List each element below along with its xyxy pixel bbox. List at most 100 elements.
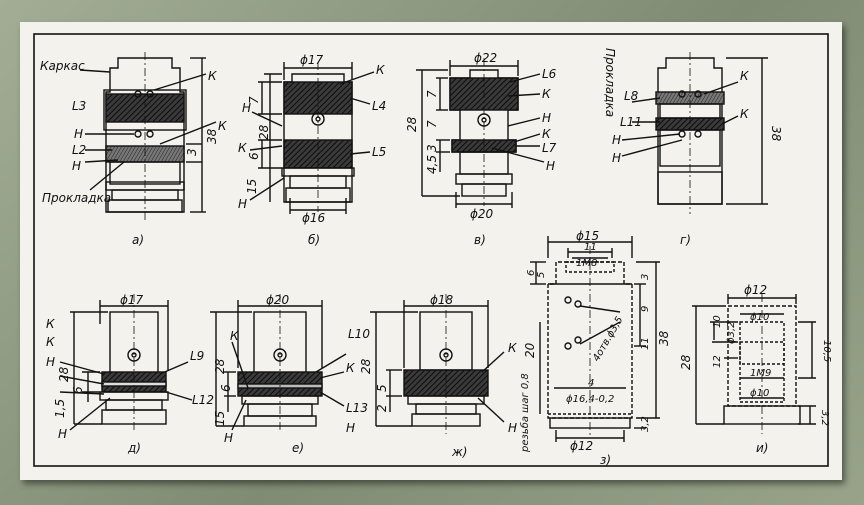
dim-a-3: 3 <box>185 148 199 156</box>
view-i <box>692 294 816 434</box>
dim-z-4: 4 <box>588 378 594 389</box>
dim-i-12: 12 <box>712 355 723 368</box>
view-g <box>621 52 768 214</box>
dim-b-d17: ϕ17 <box>300 53 324 67</box>
label-k-e1: К <box>230 329 239 343</box>
dim-z-9: 9 <box>640 306 651 312</box>
label-l3: L3 <box>72 99 86 113</box>
dim-i-d3-2: ϕ3,2 <box>726 322 737 345</box>
label-n-d2: Н <box>58 427 67 441</box>
dim-e-6: 6 <box>219 384 233 392</box>
dim-i-m9: 1М9 <box>750 368 771 379</box>
label-n-a1: Н <box>74 127 83 141</box>
dim-z-20: 20 <box>523 342 537 358</box>
label-n-zh: Н <box>508 421 517 435</box>
dim-i-10: 10 <box>712 315 723 328</box>
technical-drawing: Каркас К L3 К Н L2 Н Прокладка 38 3 а) ϕ… <box>33 33 832 467</box>
label-k-g2: К <box>740 107 749 121</box>
drawing-border <box>33 33 829 467</box>
label-k-a2: К <box>218 119 227 133</box>
dim-d-6: 6 <box>71 386 85 394</box>
dim-g-38: 38 <box>769 126 783 142</box>
label-n-g1: Н <box>612 133 621 147</box>
label-k-d2: К <box>46 335 55 349</box>
view-e <box>210 294 347 432</box>
dim-i-d12: ϕ12 <box>744 283 767 297</box>
dim-e-d20: ϕ20 <box>266 293 290 307</box>
label-k-g1: К <box>740 69 749 83</box>
dim-v-3: 3 <box>425 144 439 152</box>
label-n-e1: Н <box>224 431 233 445</box>
dim-zh-2: 2 <box>375 404 389 412</box>
caption-z: з) <box>600 453 611 467</box>
dim-b-15: 15 <box>245 179 259 194</box>
label-k-zh: К <box>508 341 517 355</box>
dim-d-28: 28 <box>57 366 71 382</box>
dim-z-thread: резьба шаг 0,8 <box>519 373 531 453</box>
dim-z-11b: 11 <box>640 337 651 350</box>
caption-zh: ж) <box>451 445 468 459</box>
dim-b-7: 7 <box>247 96 261 104</box>
view-z <box>530 236 660 442</box>
dim-z-5: 5 <box>536 272 547 278</box>
label-n-b1: Н <box>242 101 251 115</box>
label-n-a2: Н <box>72 159 81 173</box>
dim-z-6: 6 <box>526 270 537 276</box>
dim-e-28: 28 <box>213 358 227 374</box>
dim-b-d16: ϕ16 <box>302 211 326 225</box>
label-k-v1: К <box>542 87 551 101</box>
caption-a: а) <box>132 233 144 247</box>
caption-i: и) <box>756 441 768 455</box>
caption-e: е) <box>292 441 304 455</box>
label-l7: L7 <box>542 141 557 155</box>
view-v <box>416 58 545 208</box>
dim-z-holes: 4отв.ϕ3,5 <box>591 315 625 364</box>
dim-z-3-2: 3,2 <box>640 416 651 432</box>
view-a <box>79 52 217 222</box>
label-l5: L5 <box>372 145 386 159</box>
dim-v-28: 28 <box>405 116 419 132</box>
dim-z-d15: ϕ15 <box>576 229 599 243</box>
label-k-b1: К <box>376 63 385 77</box>
dim-z-38: 38 <box>657 330 671 346</box>
label-l2: L2 <box>72 143 86 157</box>
label-n-g2: Н <box>612 151 621 165</box>
label-n-e2: Н <box>346 421 355 435</box>
dim-v-d20: ϕ20 <box>470 207 494 221</box>
dim-b-6: 6 <box>247 152 261 160</box>
dim-z-11a: 11 <box>584 242 597 253</box>
label-l6: L6 <box>542 67 557 81</box>
label-l12: L12 <box>192 393 214 407</box>
label-prokladka-a: Прокладка <box>42 191 111 205</box>
dim-v-4-5: 4,5 <box>425 155 439 174</box>
dim-z-d16-4: ϕ16,4-0,2 <box>566 394 614 405</box>
dim-d-d17: ϕ17 <box>120 293 144 307</box>
label-l10: L10 <box>348 327 370 341</box>
label-k-e2: К <box>346 361 355 375</box>
dim-z-m8: 1М8 <box>576 258 597 269</box>
label-l4: L4 <box>372 99 386 113</box>
dim-z-3: 3 <box>640 274 651 280</box>
caption-b: б) <box>308 233 320 247</box>
view-b <box>249 62 375 214</box>
label-l11: L11 <box>620 115 642 129</box>
caption-d: д) <box>127 441 141 455</box>
label-n-b2: Н <box>238 197 247 211</box>
dim-v-7b: 7 <box>425 120 439 128</box>
label-l9: L9 <box>190 349 204 363</box>
dim-z-d12: ϕ12 <box>570 439 593 453</box>
label-l8: L8 <box>624 89 639 103</box>
label-n-v2: Н <box>546 159 555 173</box>
dim-d-1-5: 1,5 <box>53 399 67 418</box>
dim-i-10-5: 10,5 <box>821 340 832 362</box>
dim-e-15: 15 <box>213 411 227 426</box>
label-l13: L13 <box>346 401 368 415</box>
dim-zh-5: 5 <box>375 384 389 392</box>
label-n-v1: Н <box>542 111 551 125</box>
caption-g: г) <box>680 233 691 247</box>
dim-zh-28: 28 <box>359 358 373 374</box>
drawing-sheet: Каркас К L3 К Н L2 Н Прокладка 38 3 а) ϕ… <box>20 22 842 480</box>
label-k-d1: К <box>46 317 55 331</box>
view-d <box>59 294 193 432</box>
dim-v-7a: 7 <box>425 90 439 98</box>
